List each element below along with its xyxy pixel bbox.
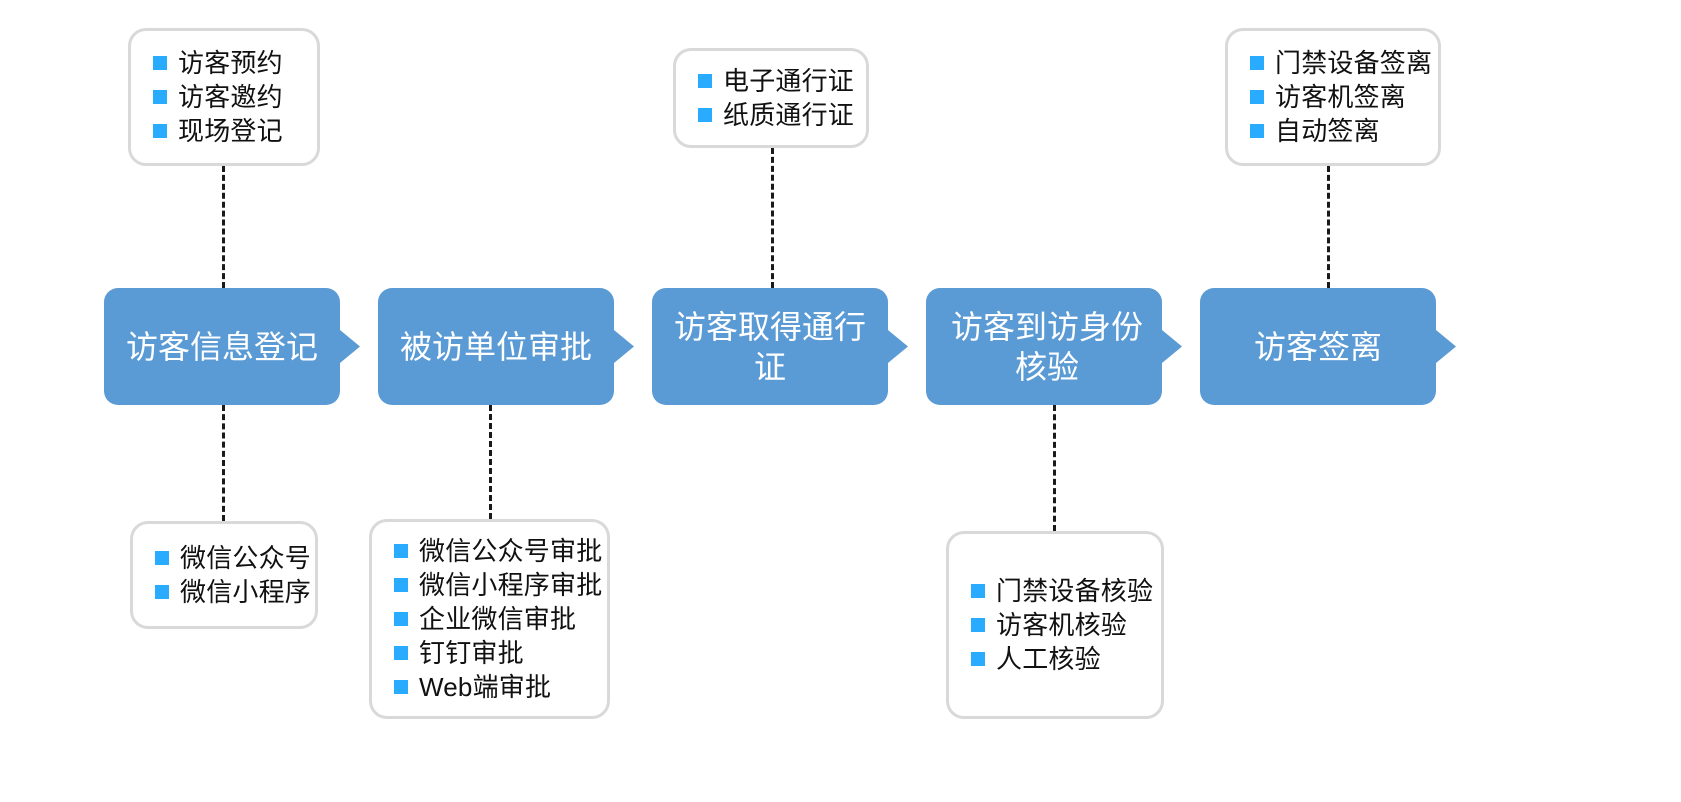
- chevron-shape: [652, 288, 908, 405]
- callout-top-visitor-registration: 访客预约 访客邀约 现场登记: [128, 28, 320, 166]
- process-step-label: 访客到访身份核验: [950, 308, 1143, 385]
- callout-item-label: 纸质通行证: [723, 100, 855, 130]
- process-step-host-approval[interactable]: 被访单位审批: [378, 288, 634, 405]
- bullet-square-icon: [394, 680, 408, 694]
- callout-bottom-visitor-registration: 微信公众号 微信小程序: [130, 521, 318, 629]
- list-item: 电子通行证: [698, 64, 854, 98]
- callout-item-label: 微信公众号审批: [419, 536, 603, 566]
- list-item: 企业微信审批: [394, 602, 589, 636]
- connector-bottom-step2: [489, 405, 492, 519]
- bullet-square-icon: [153, 56, 167, 70]
- process-step-label: 访客签离: [1253, 328, 1382, 365]
- bullet-square-icon: [394, 612, 408, 626]
- bullet-square-icon: [153, 90, 167, 104]
- list-item: Web端审批: [394, 670, 589, 704]
- process-step-label: 访客取得通行证: [673, 308, 866, 385]
- callout-item-label: 访客机签离: [1275, 82, 1407, 112]
- list-item: 微信小程序: [155, 575, 311, 609]
- callout-item-label: 人工核验: [996, 644, 1101, 674]
- chevron-shape: [926, 288, 1182, 405]
- list-item: 钉钉审批: [394, 636, 589, 670]
- bullet-square-icon: [698, 74, 712, 88]
- callout-item-label: 自动签离: [1275, 116, 1380, 146]
- callout-item-label: 访客预约: [178, 48, 283, 78]
- callout-top-visitor-pass: 电子通行证 纸质通行证: [673, 48, 869, 148]
- callout-item-label: 企业微信审批: [419, 604, 577, 634]
- callout-item-label: 现场登记: [178, 116, 283, 146]
- bullet-square-icon: [971, 584, 985, 598]
- callout-item-label: 钉钉审批: [419, 638, 524, 668]
- list-item: 微信小程序审批: [394, 568, 602, 602]
- bullet-square-icon: [1250, 90, 1264, 104]
- callout-item-label: Web端审批: [419, 672, 552, 702]
- chevron-shape: [104, 288, 360, 405]
- callout-item-label: 访客邀约: [178, 82, 283, 112]
- list-item: 现场登记: [153, 114, 299, 148]
- process-step-label: 访客信息登记: [125, 328, 318, 365]
- callout-item-label: 电子通行证: [723, 66, 855, 96]
- list-item: 访客预约: [153, 46, 299, 80]
- connector-top-step5: [1327, 166, 1330, 288]
- list-item: 微信公众号审批: [394, 534, 602, 568]
- bullet-square-icon: [153, 124, 167, 138]
- callout-item-label: 微信公众号: [180, 543, 312, 573]
- callout-bottom-identity-verification: 门禁设备核验 访客机核验 人工核验: [946, 531, 1164, 719]
- bullet-square-icon: [1250, 124, 1264, 138]
- connector-bottom-step1: [222, 405, 225, 521]
- process-step-visitor-checkout[interactable]: 访客签离: [1200, 288, 1456, 405]
- bullet-square-icon: [1250, 56, 1264, 70]
- callout-top-visitor-checkout: 门禁设备签离 访客机签离 自动签离: [1225, 28, 1441, 166]
- list-item: 自动签离: [1250, 114, 1420, 148]
- process-step-visitor-registration[interactable]: 访客信息登记: [104, 288, 360, 405]
- process-step-label: 被访单位审批: [399, 328, 592, 365]
- connector-top-step1: [222, 166, 225, 288]
- connector-bottom-step4: [1053, 405, 1056, 531]
- list-item: 访客邀约: [153, 80, 299, 114]
- callout-bottom-host-approval: 微信公众号审批 微信小程序审批 企业微信审批 钉钉审批 Web端审批: [369, 519, 610, 719]
- bullet-square-icon: [698, 108, 712, 122]
- process-step-obtain-pass[interactable]: 访客取得通行证: [652, 288, 908, 405]
- list-item: 访客机签离: [1250, 80, 1420, 114]
- chevron-shape: [1200, 288, 1456, 405]
- list-item: 访客机核验: [971, 608, 1143, 642]
- bullet-square-icon: [155, 551, 169, 565]
- list-item: 人工核验: [971, 642, 1143, 676]
- bullet-square-icon: [394, 646, 408, 660]
- callout-item-label: 门禁设备核验: [996, 576, 1154, 606]
- bullet-square-icon: [394, 544, 408, 558]
- callout-item-label: 微信小程序: [180, 577, 312, 607]
- bullet-square-icon: [394, 578, 408, 592]
- list-item: 微信公众号: [155, 541, 311, 575]
- bullet-square-icon: [971, 652, 985, 666]
- bullet-square-icon: [971, 618, 985, 632]
- bullet-square-icon: [155, 585, 169, 599]
- list-item: 门禁设备核验: [971, 574, 1153, 608]
- callout-item-label: 门禁设备签离: [1275, 48, 1433, 78]
- process-step-identity-verification[interactable]: 访客到访身份核验: [926, 288, 1182, 405]
- callout-item-label: 访客机核验: [996, 610, 1128, 640]
- list-item: 纸质通行证: [698, 98, 854, 132]
- chevron-shape: [378, 288, 634, 405]
- callout-item-label: 微信小程序审批: [419, 570, 603, 600]
- list-item: 门禁设备签离: [1250, 46, 1432, 80]
- connector-top-step3: [771, 148, 774, 288]
